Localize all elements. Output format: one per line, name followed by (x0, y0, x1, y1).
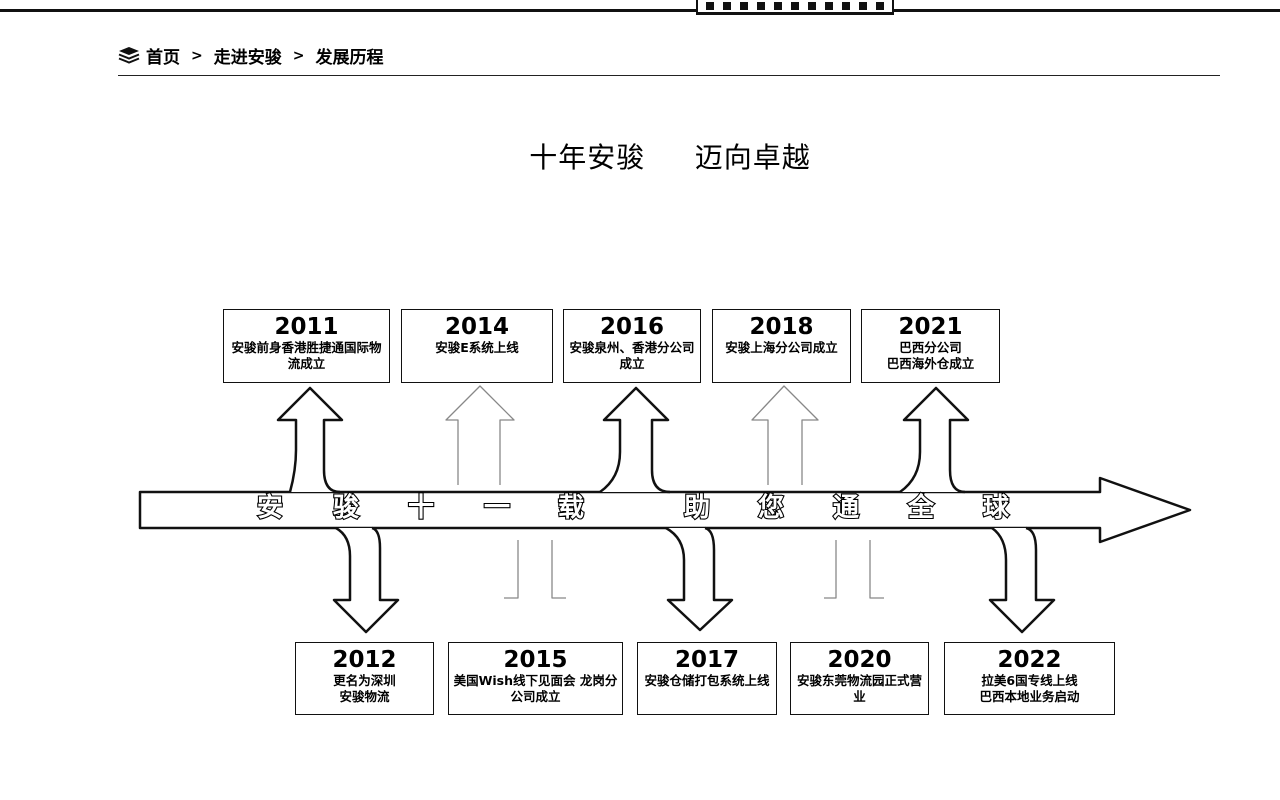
milestone-year: 2011 (274, 314, 339, 340)
breadcrumb-about-link[interactable]: 走进安骏 (213, 47, 282, 68)
up-arrows-faint (445, 385, 819, 485)
milestone-desc: 巴西分公司 巴西海外仓成立 (886, 340, 975, 371)
milestone-year: 2016 (599, 314, 664, 340)
milestone-card-2012: 2012 更名为深圳 安骏物流 (295, 642, 434, 715)
top-border-line (0, 9, 1280, 12)
milestone-desc: 安骏泉州、香港分公司成立 (569, 340, 695, 371)
milestone-card-2015: 2015 美国Wish线下见面会 龙岗分公司成立 (448, 642, 623, 715)
milestone-card-2020: 2020 安骏东莞物流园正式营业 (790, 642, 929, 715)
page-title: 十年安骏 迈向卓越 (529, 141, 811, 174)
slogan-char: 十 (407, 492, 435, 524)
breadcrumb-home-link[interactable]: 首页 (146, 47, 180, 68)
slogan-char: 安 (256, 492, 284, 524)
milestone-desc: 美国Wish线下见面会 龙岗分公司成立 (453, 673, 618, 704)
milestone-card-2021: 2021 巴西分公司 巴西海外仓成立 (861, 309, 1000, 383)
breadcrumb-separator: > (292, 48, 305, 64)
main-arrow (138, 476, 1192, 544)
slogan-char: 全 (907, 492, 935, 524)
milestone-desc: 更名为深圳 安骏物流 (333, 673, 396, 704)
milestone-year: 2014 (444, 314, 509, 340)
milestone-year: 2017 (674, 647, 739, 673)
down-arrows-faint (504, 540, 884, 599)
milestone-year: 2015 (503, 647, 568, 673)
milestone-card-2016: 2016 安骏泉州、香港分公司成立 (563, 309, 701, 383)
slogan-char: 一 (483, 492, 511, 524)
milestone-year: 2012 (332, 647, 397, 673)
nav-dots (706, 2, 884, 10)
milestone-year: 2022 (997, 647, 1062, 673)
slogan-char: 骏 (332, 492, 360, 524)
milestone-year: 2020 (827, 647, 892, 673)
slogan-char: 您 (757, 492, 785, 524)
milestone-desc: 安骏上海分公司成立 (725, 340, 838, 355)
down-arrows-solid (332, 526, 1056, 634)
slogan-char: 助 (683, 492, 711, 524)
milestone-desc: 拉美6国专线上线 巴西本地业务启动 (979, 673, 1080, 704)
milestone-desc: 安骏东莞物流园正式营业 (796, 673, 922, 704)
milestone-card-2011: 2011 安骏前身香港胜捷通国际物流成立 (223, 309, 390, 383)
milestone-desc: 安骏前身香港胜捷通国际物流成立 (231, 340, 382, 371)
milestone-card-2014: 2014 安骏E系统上线 (401, 309, 553, 383)
breadcrumb-current[interactable]: 发展历程 (315, 47, 384, 68)
milestone-desc: 安骏E系统上线 (435, 340, 519, 355)
milestone-desc: 安骏仓储打包系统上线 (644, 673, 770, 688)
up-arrows-solid (276, 386, 970, 494)
milestone-year: 2018 (749, 314, 814, 340)
slogan-char: 通 (832, 492, 860, 524)
breadcrumb: 首页 > 走进安骏 > 发展历程 (118, 44, 384, 68)
breadcrumb-divider (118, 75, 1220, 76)
milestone-card-2018: 2018 安骏上海分公司成立 (712, 309, 851, 383)
nav-tab-strip[interactable] (696, 0, 894, 15)
breadcrumb-separator: > (191, 48, 203, 64)
milestone-year: 2021 (898, 314, 963, 340)
slogan-char: 载 (557, 492, 585, 524)
slogan-char: 球 (982, 492, 1010, 524)
top-nav-bar (0, 0, 1280, 15)
milestone-card-2017: 2017 安骏仓储打包系统上线 (637, 642, 777, 715)
milestone-card-2022: 2022 拉美6国专线上线 巴西本地业务启动 (944, 642, 1115, 715)
stack-layers-icon (118, 47, 140, 64)
